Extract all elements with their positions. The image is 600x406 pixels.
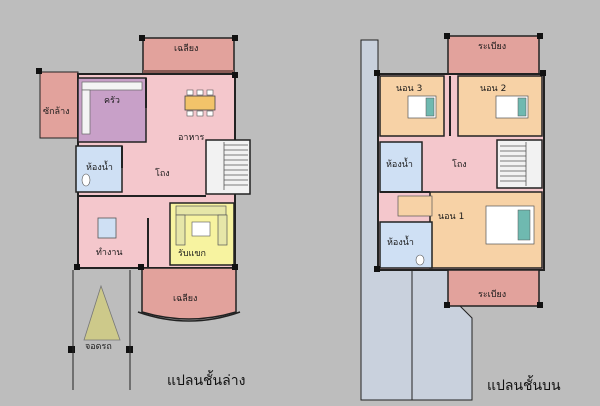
- ground-dining-chairs: [186, 89, 214, 117]
- ground-label-work: ทำงาน: [96, 247, 123, 258]
- ground-label-hall: โถง: [155, 168, 170, 179]
- upper-wardrobe: [397, 195, 433, 217]
- ground-driveway-lines: [72, 270, 131, 390]
- ground-sofa-right: [217, 214, 228, 246]
- upper-veranda-bottom-area: [447, 269, 540, 307]
- ground-coffee-table: [191, 221, 211, 237]
- ground-balcony-bottom-area: [141, 267, 237, 320]
- upper-label-bedroom3: นอน 3: [396, 84, 422, 94]
- ground-label-living: รับแขก: [178, 249, 206, 259]
- ground-stair: [205, 139, 251, 195]
- upper-floor-caption: แปลนชั้นบน: [487, 375, 561, 394]
- upper-bedroom1-pillow: [517, 209, 531, 241]
- ground-stair-treads: [223, 142, 248, 190]
- upper-label-veranda-top: ระเบียง: [478, 41, 506, 52]
- ground-bathroom-area: [75, 145, 123, 193]
- parking-triangle: [83, 284, 121, 341]
- ground-label-parking: จอดรถ: [85, 342, 112, 352]
- ground-kitchen-island: [81, 89, 91, 135]
- upper-label-hall: โถง: [452, 159, 467, 170]
- upper-bedroom2-pillow: [517, 97, 527, 117]
- ground-toilet: [81, 173, 91, 187]
- upper-columns: [374, 33, 546, 308]
- upper-toilet: [415, 254, 425, 266]
- ground-label-balcony-top: เฉลียง: [174, 43, 198, 54]
- ground-label-kitchen: ครัว: [104, 96, 120, 106]
- upper-label-bedroom2: นอน 2: [480, 84, 506, 94]
- upper-label-bathroom-top: ห้องน้ำ: [386, 157, 413, 170]
- upper-stair: [496, 139, 543, 189]
- upper-bedroom3-pillow: [425, 97, 435, 117]
- ground-dining-table: [184, 95, 216, 111]
- ground-balcony-top-rail: [143, 70, 234, 74]
- ground-sofa-top: [175, 205, 227, 216]
- ground-floor-plan: เฉลียง ซักล้าง ครัว อาหาร ห้องน้ำ โถง ทำ…: [36, 35, 251, 390]
- upper-label-veranda-bottom: ระเบียง: [478, 289, 506, 300]
- ground-interior-walls: [78, 78, 206, 268]
- ground-label-dining: อาหาร: [178, 133, 204, 143]
- upper-veranda-top-area: [447, 35, 540, 75]
- ground-balcony-bottom-rail: [137, 311, 241, 322]
- upper-label-bedroom1: นอน 1: [438, 212, 464, 222]
- upper-interior-walls: [380, 76, 451, 193]
- upper-stair-treads: [500, 142, 527, 186]
- ground-kitchen-counter: [81, 81, 143, 91]
- ground-sofa-left: [175, 214, 186, 246]
- ground-label-laundry: ซักล้าง: [43, 106, 70, 117]
- ground-label-balcony-bottom: เฉลียง: [173, 293, 197, 304]
- upper-label-bathroom-bottom: ห้องน้ำ: [387, 235, 414, 248]
- upper-floor-plan: ระเบียง นอน 3 นอน 2 ห้องน้ำ โถง นอน 1 ห้…: [360, 33, 561, 401]
- ground-balcony-top-area: [142, 37, 235, 75]
- upper-bathroom-top-area: [379, 141, 423, 193]
- ground-work-desk: [97, 217, 117, 239]
- ground-label-bathroom: ห้องน้ำ: [86, 160, 113, 173]
- ground-laundry-area: [39, 71, 79, 139]
- ground-floor-caption: แปลนชั้นล่าง: [167, 370, 245, 389]
